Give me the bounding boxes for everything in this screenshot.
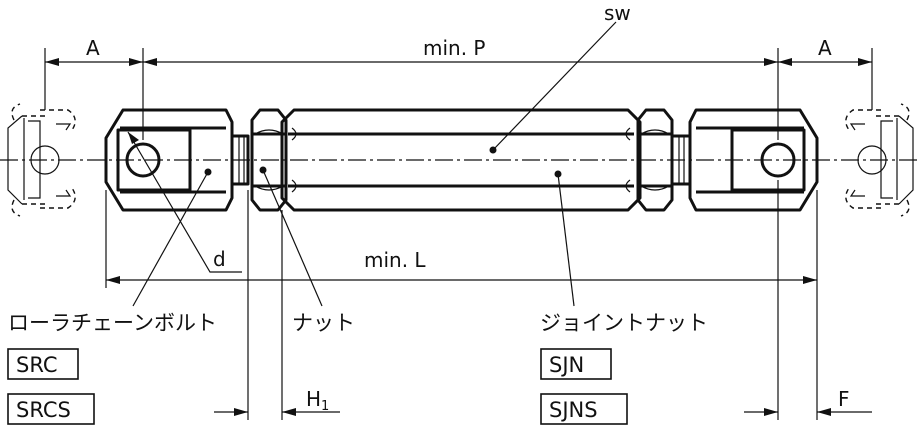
min-p-label: min. P <box>423 36 486 60</box>
model-code-src: SRC <box>16 353 58 377</box>
min-l-label: min. L <box>364 248 426 272</box>
model-code-sjn-box: SJN <box>540 348 612 380</box>
a-left-label: A <box>86 36 100 60</box>
model-code-sjns-box: SJNS <box>540 393 628 425</box>
dimension-f: F <box>744 387 872 416</box>
model-code-src-box: SRC <box>7 348 79 380</box>
right-nut <box>636 108 674 212</box>
sw-leader: sw <box>489 1 631 154</box>
extension-lines <box>44 48 873 420</box>
model-code-srcs-box: SRCS <box>7 393 95 425</box>
d-label: d <box>213 247 226 271</box>
callout-leaders <box>132 166 575 307</box>
d-leader: d <box>127 131 242 273</box>
model-code-sjns: SJNS <box>549 398 598 422</box>
model-code-sjn: SJN <box>549 353 584 377</box>
roller-chain-bolt-label: ローラチェーンボルト <box>8 311 217 335</box>
dimension-min-l: min. L <box>106 248 817 284</box>
dimension-a-left: A <box>45 36 143 66</box>
joint-nut-body <box>280 108 642 212</box>
sw-label: sw <box>604 1 631 25</box>
h1-label: H1 <box>306 387 329 414</box>
dimension-h1: H1 <box>214 387 340 416</box>
nut-label: ナット <box>292 311 355 335</box>
f-label: F <box>838 387 850 411</box>
joint-nut-label: ジョイントナット <box>540 311 708 335</box>
model-code-srcs: SRCS <box>16 398 71 422</box>
dimension-min-p: min. P <box>143 36 778 66</box>
a-right-label: A <box>818 36 832 60</box>
dimension-a-right: A <box>778 36 872 66</box>
